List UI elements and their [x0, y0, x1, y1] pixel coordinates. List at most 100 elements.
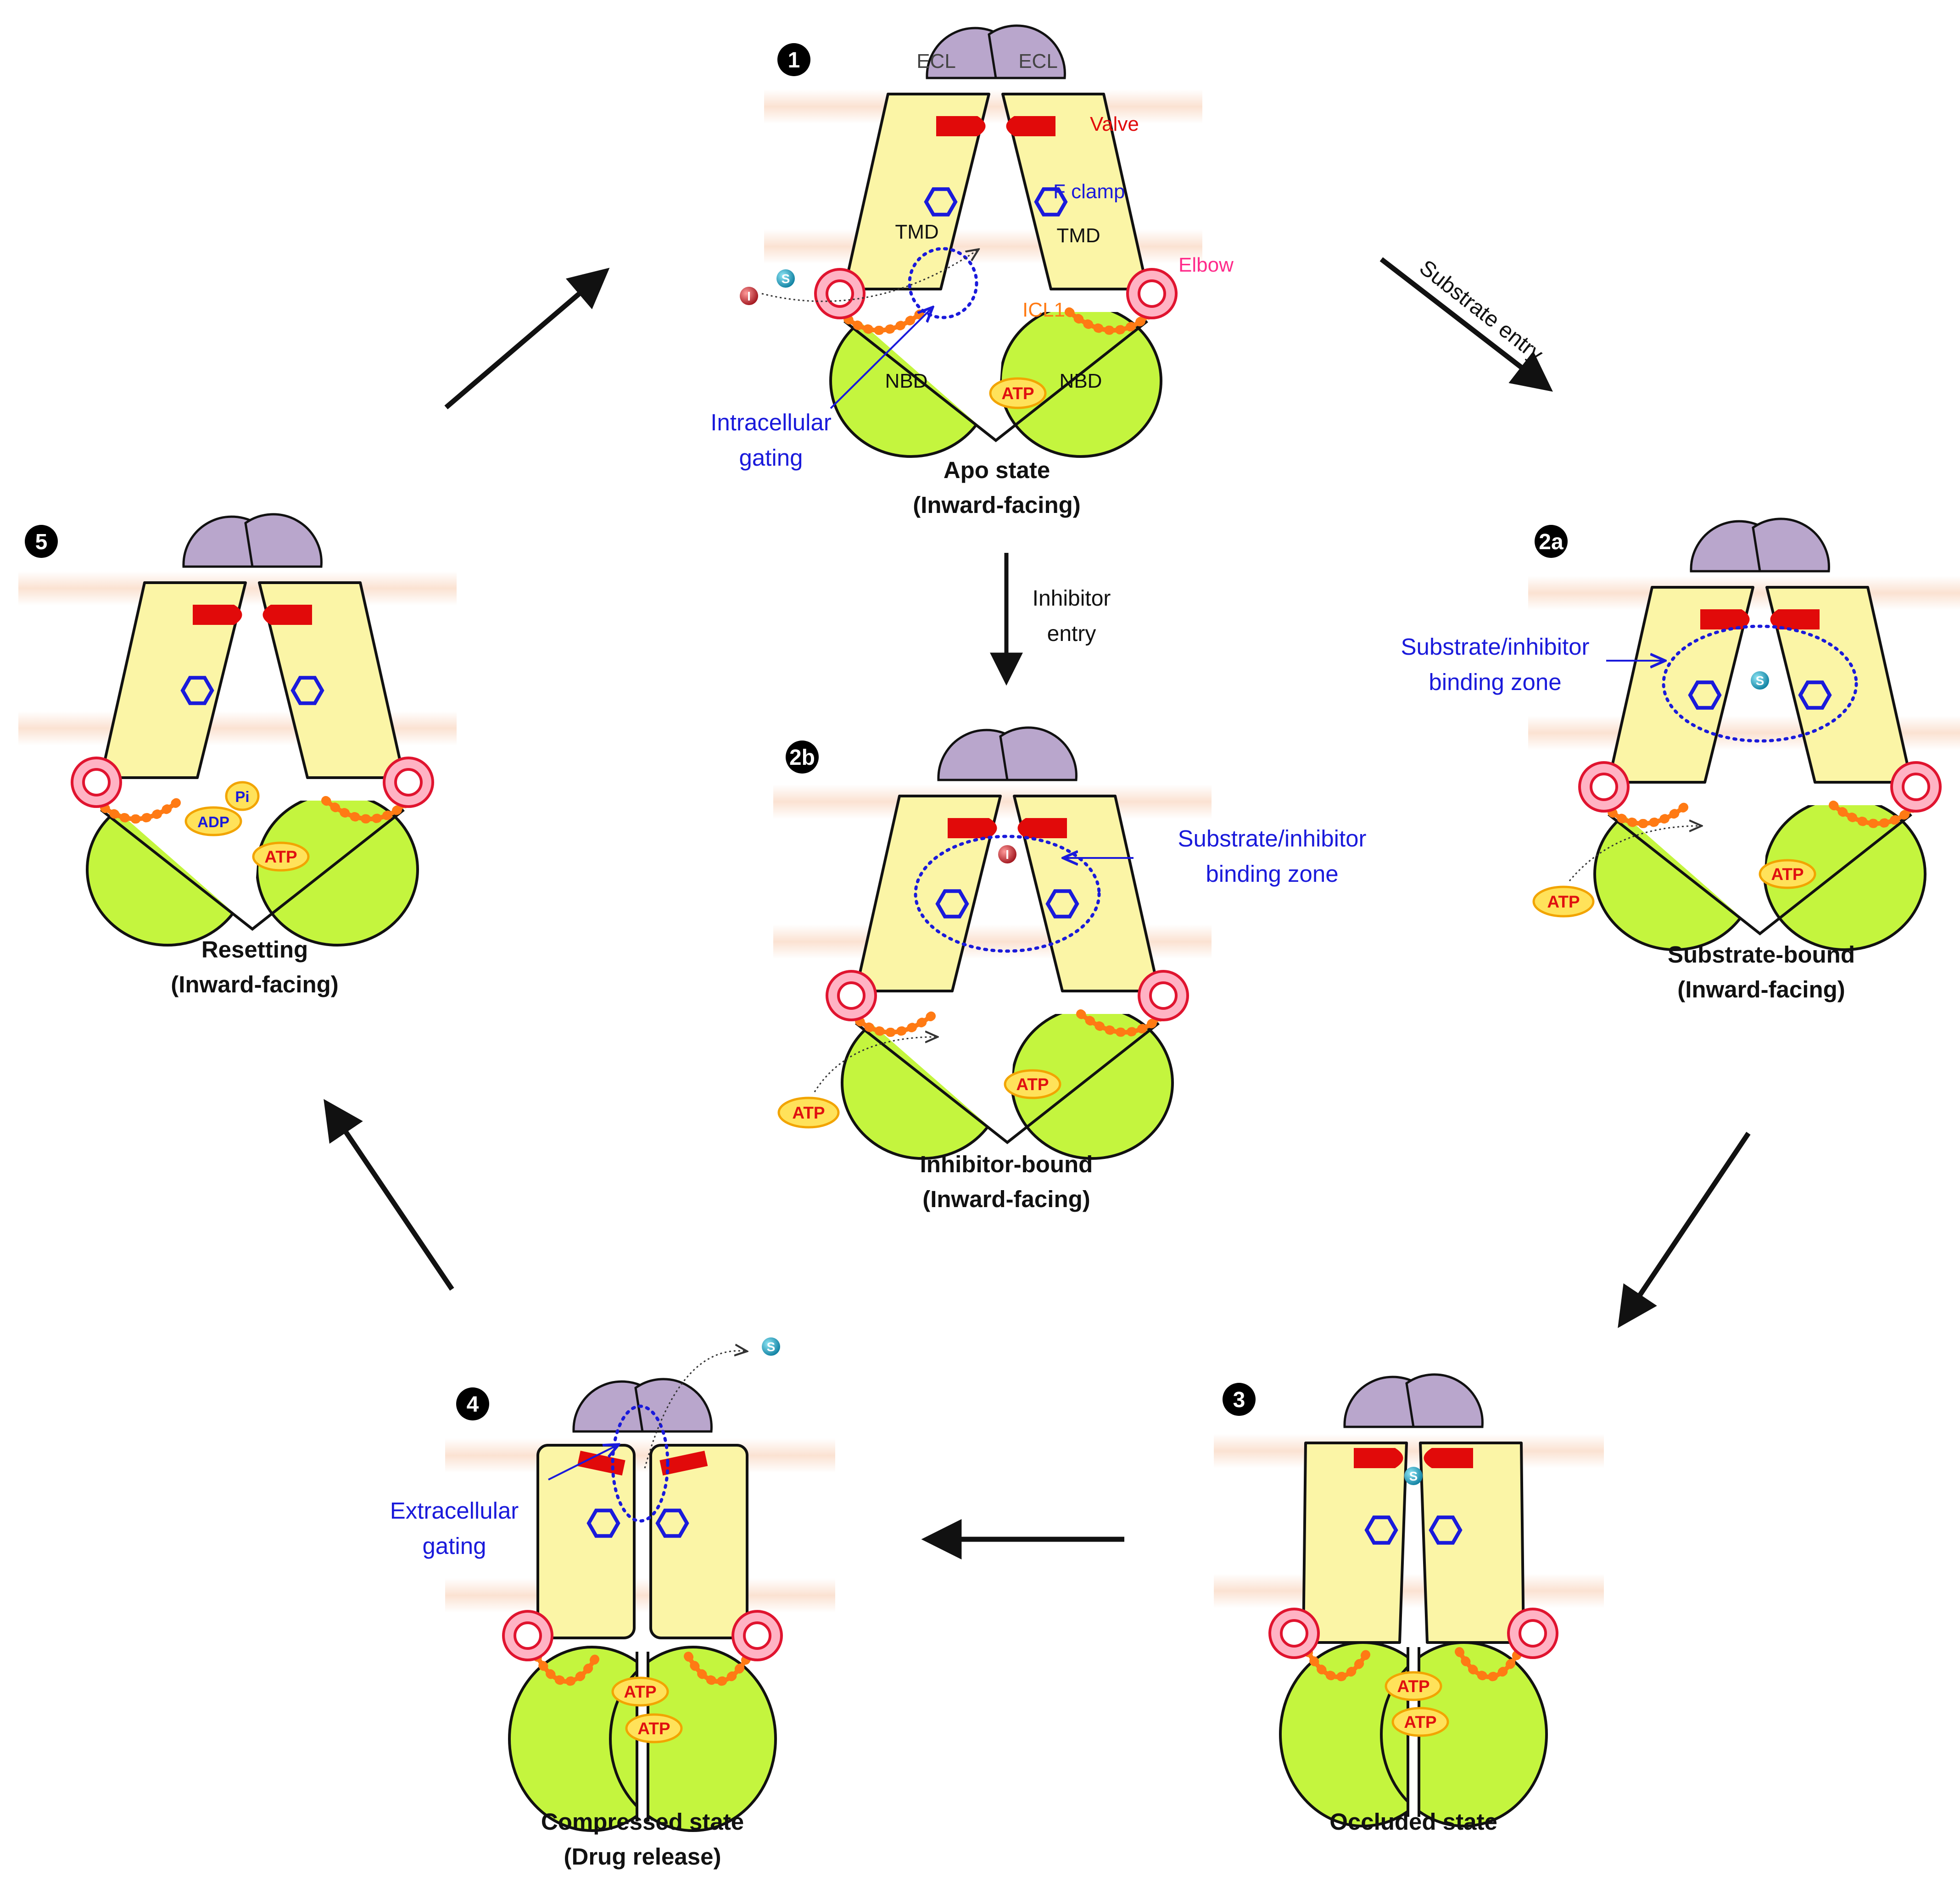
state-3-icl1-right-core [1457, 1650, 1521, 1679]
state-2b [826, 726, 1189, 1160]
state-4-badge-label: 4 [467, 1392, 479, 1417]
state-1-atp [989, 377, 1047, 409]
state-3-atp-2-label: ATP [1404, 1713, 1436, 1732]
state-4-release-path [644, 1351, 746, 1469]
state-4-tmd-right [649, 1444, 748, 1639]
state-2a-caption-2: (Inward-facing) [1677, 976, 1845, 1002]
state-1-caption-1: Apo state [944, 457, 1050, 483]
state-2a-valve-right [1770, 609, 1820, 629]
state-2b-nbd-cleft-edge [855, 1022, 1160, 1144]
intracellular-gating-label-1: Intracellular [710, 409, 832, 435]
state-3-elbow-right-icon-hole [1519, 1619, 1547, 1648]
state-1-icl1-left-core [838, 310, 924, 333]
state-2a-atp-free [1532, 885, 1595, 918]
state-1-nbd-label-right: NBD [1060, 370, 1102, 392]
state-2a-fclamp-right-icon [1798, 680, 1832, 710]
arrow-5-to-1 [444, 267, 610, 410]
state-1-tmd-left [843, 93, 990, 290]
state-2a-atp-label: ATP [1771, 865, 1804, 884]
state-3-atp-1 [1385, 1671, 1442, 1701]
state-5-icl1-left-core [95, 799, 181, 821]
state-3-badge-label: 3 [1233, 1388, 1245, 1412]
state-4-elbow-right-icon-hole [743, 1621, 771, 1650]
state-4-atp-2 [625, 1713, 683, 1743]
state-5-caption-1: Resetting [201, 936, 308, 963]
state-3-caption-1: Occluded state [1329, 1809, 1497, 1835]
state-2b-valve-right [1017, 818, 1067, 838]
state-5-badge-label: 5 [35, 530, 48, 554]
state-2b-binding-zone-label-2: binding zone [1206, 861, 1338, 887]
state-3-tmd-left [1302, 1442, 1408, 1644]
state-4-caption-1: Compressed state [541, 1809, 744, 1835]
intracellular-gate-circle [908, 247, 978, 319]
state-1-fclamp-left-icon [924, 187, 958, 217]
state-5-tmd-left [100, 581, 247, 779]
state-1-tmd-label-left: TMD [895, 221, 938, 243]
state-2b-elbow-left-icon-hole [837, 981, 866, 1010]
state-2b-inhibitor [998, 845, 1016, 863]
state-4-fclamp-right-icon [655, 1509, 689, 1538]
state-3-substrate-label: S [1409, 1469, 1418, 1483]
state-4-badge [456, 1387, 489, 1420]
state-5-badge [25, 525, 58, 558]
state-2a-tmd-left [1607, 586, 1754, 784]
state-3-valve-right [1424, 1448, 1473, 1468]
state-2b-atp-free-label: ATP [792, 1103, 825, 1122]
state-4-caption-2: (Drug release) [564, 1843, 721, 1870]
intracellular-gating-pointer [830, 308, 932, 409]
f-clamp-label: F clamp [1053, 180, 1125, 203]
state-1-badge [777, 43, 810, 76]
state-1-inhibitor-label: I [747, 289, 751, 303]
state-1-nbd-label-left: NBD [885, 370, 928, 392]
state-2a-atp-free-label: ATP [1547, 892, 1580, 911]
state-4-substrate-label: S [767, 1340, 776, 1354]
state-4-icl1-right-core [686, 1655, 750, 1684]
state-1-ecl-right [988, 24, 1066, 79]
state-2a-nbd-cleft-edge [1608, 813, 1912, 935]
state-1-badge-label: 1 [788, 48, 800, 72]
state-4-ecl-right [634, 1378, 713, 1433]
state-2a-atp-path [1569, 826, 1700, 881]
state-5-pi-label: Pi [235, 788, 249, 805]
state-5-elbow-left-icon-hole [82, 768, 111, 796]
state-4-icl1-left-core [535, 1655, 599, 1684]
state-2a-nbd-cleft [1604, 796, 1916, 934]
state-4-substrate [762, 1337, 780, 1356]
state-2b-binding-zone [914, 835, 1101, 953]
state-2b-badge [786, 741, 819, 774]
membrane-bottom-s4 [445, 1578, 835, 1613]
state-2b-valve-left [948, 818, 997, 838]
state-4-elbow-left-icon-hole [514, 1621, 542, 1650]
state-5-nbd-cleft-edge [100, 808, 405, 931]
extracellular-gating-label-2: gating [423, 1533, 486, 1559]
icl1-label: ICL1 [1022, 299, 1065, 321]
inhibitor-entry-label-2: entry [1047, 622, 1096, 646]
state-4-fclamp-left-icon [586, 1509, 620, 1538]
state-3-atp-1-label: ATP [1397, 1677, 1430, 1696]
state-2b-atp-free [777, 1097, 840, 1129]
state-2a-caption-1: Substrate-bound [1668, 941, 1855, 968]
state-3-substrate [1404, 1467, 1423, 1485]
state-2a-badge [1535, 525, 1568, 558]
state-4-valve-right [659, 1450, 708, 1476]
state-3-fclamp-right-icon [1429, 1515, 1463, 1545]
state-5-adp [184, 806, 242, 836]
state-2a-atp [1759, 859, 1816, 889]
state-5-fclamp-right-icon [290, 676, 324, 705]
state-2b-caption-2: (Inward-facing) [922, 1186, 1090, 1212]
membrane-bottom-s3 [1214, 1574, 1604, 1608]
state-2a-icl1-left-core [1602, 803, 1688, 826]
state-1-nbd-cleft-edge [843, 320, 1148, 442]
state-3-fclamp-left-icon [1364, 1515, 1398, 1545]
state-2b-atp [1004, 1069, 1061, 1099]
state-1-tmd-label-right: TMD [1056, 224, 1100, 247]
state-4-tmd-left [536, 1444, 636, 1639]
state-2b-atp-label: ATP [1016, 1075, 1049, 1094]
state-3-elbow-left-icon-hole [1280, 1619, 1308, 1648]
state-2b-badge-label: 2b [789, 746, 815, 770]
state-2a-icl1-right-core [1832, 803, 1918, 826]
state-1-inhibitor [740, 287, 758, 305]
